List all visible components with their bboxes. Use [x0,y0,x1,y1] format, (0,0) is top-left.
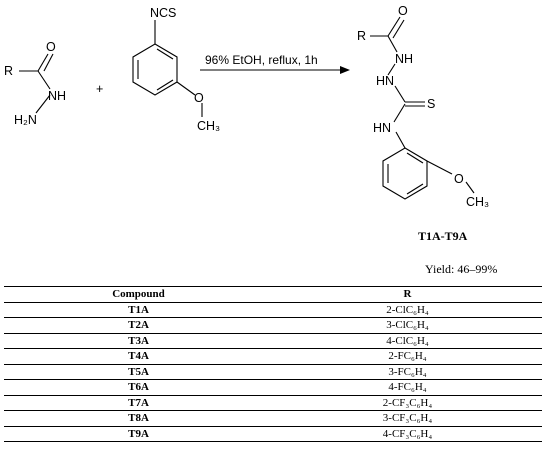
reactant-hydrazide: R O NH H₂N [4,40,66,127]
r-cell: 2-ClC₆H₄ [273,302,542,318]
compound-cell: T1A [4,302,273,318]
compound-cell: T9A [4,426,273,442]
table-header-row: Compound R [4,286,542,303]
column-header-r: R [273,286,542,303]
r-group-label: R [4,64,13,78]
product-anilino-hn-label: HN [373,121,391,135]
thione-sulfur-label: S [427,97,435,111]
product-methoxy-oxygen-label: O [454,172,464,186]
product-series-label: T1A-T9A [418,229,468,243]
reactant-isothiocyanate: NCS O CH₃ [132,6,220,133]
compound-cell: T4A [4,348,273,365]
h2n-label: H₂N [14,113,37,127]
reaction-conditions: 96% EtOH, reflux, 1h [205,53,318,67]
r-cell: 3-FC₆H₄ [273,364,542,380]
carbonyl-oxygen-label: O [46,40,56,54]
r-cell: 2-CF₃C₆H₄ [273,395,542,411]
r-cell: 2-FC₆H₄ [273,348,542,365]
product-r-label: R [357,29,366,43]
product-hn-label: HN [376,74,394,88]
r-cell: 4-ClC₆H₄ [273,333,542,349]
compound-cell: T6A [4,379,273,396]
product-carbonyl-oxygen-label: O [398,4,408,18]
ncs-label: NCS [150,6,176,20]
compound-cell: T5A [4,364,273,380]
methoxy-oxygen-label: O [194,91,204,105]
methyl-label: CH₃ [197,119,220,133]
yield-text: Yield: 46–99% [425,262,498,276]
product-nh-label: NH [395,52,413,66]
compound-cell: T3A [4,333,273,349]
compound-cell: T2A [4,317,273,334]
r-cell: 3-ClC₆H₄ [273,317,542,334]
column-header-compound: Compound [4,286,273,303]
reaction-arrow [200,66,350,74]
r-cell: 4-CF₃C₆H₄ [273,426,542,442]
compound-cell: T8A [4,410,273,427]
plus-sign: + [96,82,103,96]
compound-cell: T7A [4,395,273,411]
product-methyl-label: CH₃ [466,195,489,209]
r-cell: 3-CF₃C₆H₄ [273,410,542,427]
r-cell: 4-FC₆H₄ [273,379,542,396]
reaction-scheme: R O NH H₂N + NCS O CH₃ 96% EtOH, reflux,… [4,4,489,243]
nh-label: NH [48,89,66,103]
product-structure: R O NH HN S HN O CH₃ [357,4,489,209]
